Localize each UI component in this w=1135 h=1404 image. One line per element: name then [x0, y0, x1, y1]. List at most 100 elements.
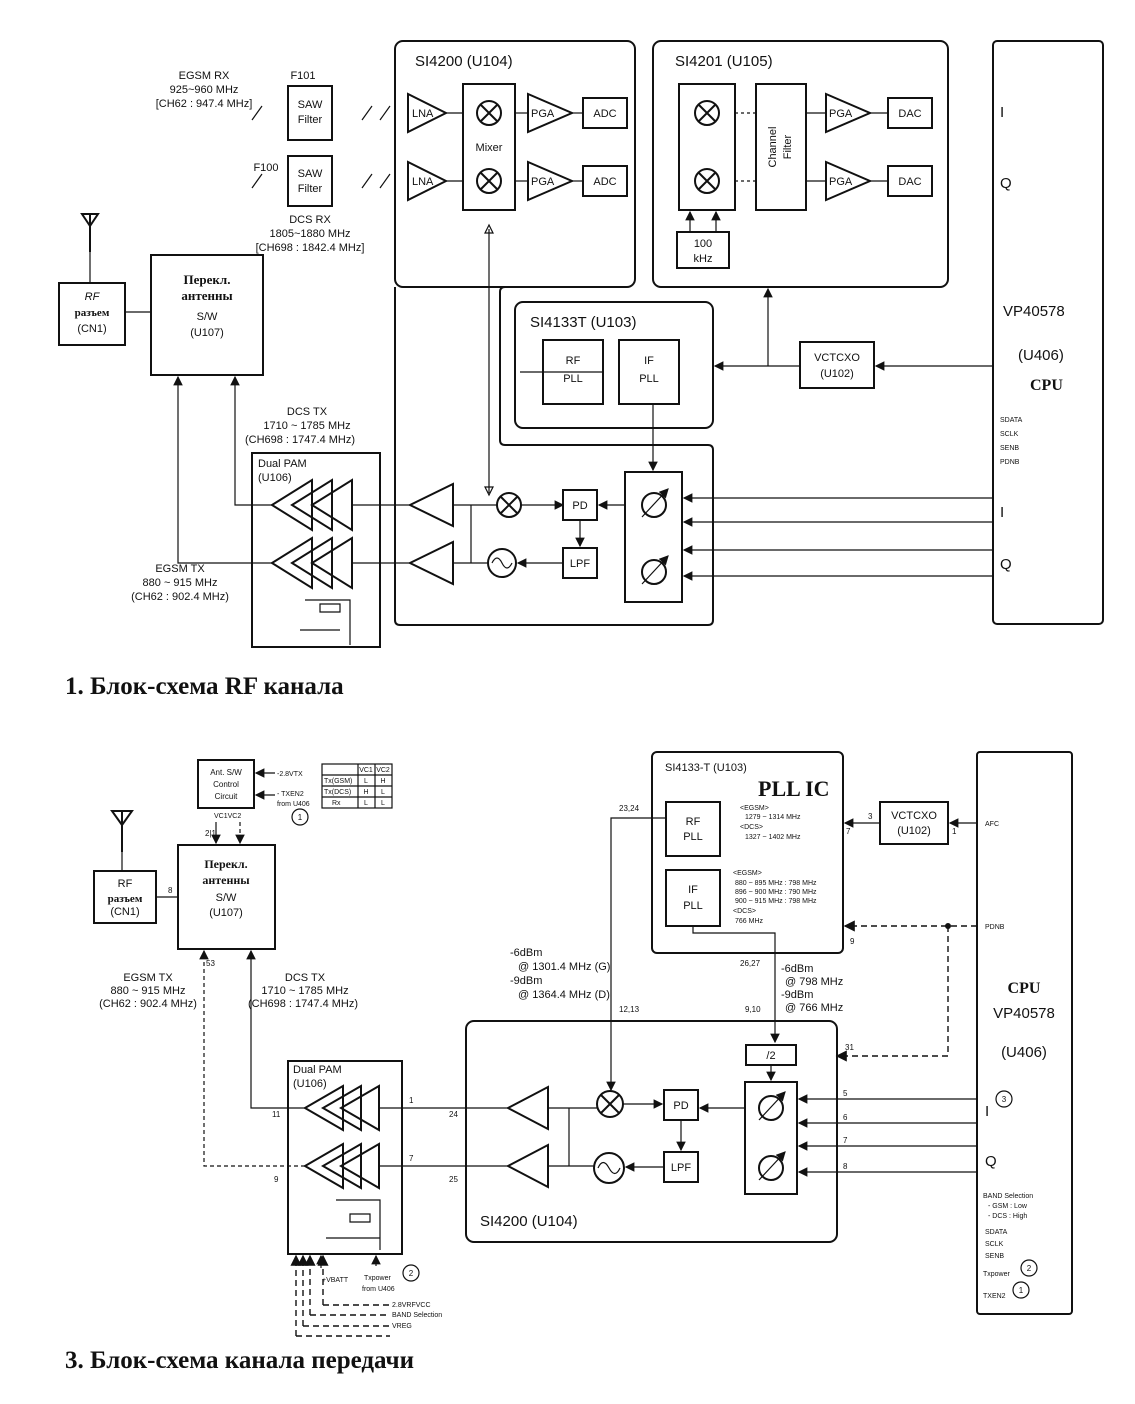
if-freq: 896 ~ 900 MHz : 790 MHz	[735, 889, 817, 896]
egsm-rx-label: EGSM RX	[179, 70, 230, 82]
saw-label: Filter	[298, 114, 323, 126]
band-sel-label: - DCS : High	[988, 1213, 1027, 1220]
rf-connector-label: разъем	[75, 307, 110, 319]
band-label: BAND Selection	[392, 1312, 442, 1319]
saw-filter-2	[287, 155, 333, 207]
if-freq: 880 ~ 895 MHz : 798 MHz	[735, 880, 817, 887]
lo-if-label: -6dBm	[781, 963, 813, 975]
pam-label: (U106)	[258, 472, 292, 484]
si4201-block	[652, 40, 949, 288]
lna-1	[407, 92, 449, 134]
pin-label: 7	[409, 1154, 414, 1163]
dac-label: DAC	[898, 176, 921, 188]
channel-filter-label: Channel	[767, 127, 779, 168]
lna-2	[407, 160, 449, 202]
circle-2-label: 2	[409, 1269, 414, 1278]
dcs-tx-label: (CH698 : 1747.4 MHz)	[248, 998, 358, 1010]
rf-connector-label: (CN1)	[77, 323, 106, 335]
mixer-box	[462, 83, 516, 211]
rf-connector-label: разъем	[108, 893, 143, 905]
egsm-tx-label: 880 ~ 915 MHz	[143, 577, 218, 589]
rf-freq: 1327 ~ 1402 MHz	[745, 834, 801, 841]
rf-freq: <DCS>	[740, 824, 763, 831]
100khz-label: 100	[694, 238, 712, 250]
pdnb-label: PDNB	[985, 924, 1005, 931]
lpf-label: LPF	[671, 1162, 691, 1174]
ant-ctl-label: Ant. S/W	[210, 768, 242, 777]
band-sel-label: - GSM : Low	[988, 1203, 1028, 1210]
svg-text:L: L	[364, 800, 368, 807]
ant-sw-control	[197, 759, 255, 809]
egsm-tx-label: (CH62 : 902.4 MHz)	[99, 998, 197, 1010]
pin-label: 7	[846, 827, 851, 836]
dual-pam	[251, 452, 381, 648]
rf-pll-label: PLL	[563, 373, 583, 385]
vp-label: VP40578	[1003, 303, 1065, 320]
100khz-label: kHz	[694, 253, 713, 265]
rf-connector-label: RF	[85, 291, 101, 303]
saw-filter-1	[287, 85, 333, 141]
svg-text:VC2: VC2	[376, 767, 390, 774]
antenna-switch	[150, 254, 264, 376]
cpu-label: CPU	[1030, 377, 1063, 394]
circle-3-label: 3	[1002, 1095, 1007, 1104]
egsm-tx-label: EGSM TX	[155, 563, 205, 575]
rf-connector-label: (CN1)	[110, 906, 139, 918]
pin-label: 25	[449, 1175, 458, 1184]
vctcxo-label: VCTCXO	[891, 810, 937, 822]
ctl-label: SCLK	[985, 1241, 1004, 1248]
switch-label: Перекл.	[204, 857, 247, 871]
dcs-rx-label: 1805~1880 MHz	[269, 228, 350, 240]
if-freq: <DCS>	[733, 908, 756, 915]
svg-text:H: H	[380, 778, 385, 785]
vbatt-label: +VBATT	[322, 1277, 349, 1284]
quad-modulator	[624, 471, 683, 603]
lo-if-label: -9dBm	[781, 989, 813, 1001]
ctl-sclk: SCLK	[1000, 431, 1019, 438]
dcs-tx-label: DCS TX	[285, 972, 326, 984]
dcs-rx-label: DCS RX	[289, 214, 331, 226]
pin-label: 8	[843, 1162, 848, 1171]
si4200-label: SI4200 (U104)	[480, 1213, 578, 1230]
saw-label: SAW	[298, 99, 323, 111]
cpu-block	[992, 40, 1104, 625]
dcs-tx-label: 1710 ~ 1785 MHz	[263, 420, 350, 432]
diagram-1: SI4200 (U104) SI4201 (U105) VP40578 (U40…	[58, 40, 1104, 700]
pin-label: 3	[868, 812, 873, 821]
pd-label: PD	[572, 500, 587, 512]
rf-pll-box-2	[665, 801, 721, 857]
egsm-tx-label: 880 ~ 915 MHz	[111, 985, 186, 997]
dcs-tx-label: (CH698 : 1747.4 MHz)	[245, 434, 355, 446]
cpu-q-label: Q	[1000, 175, 1012, 192]
svg-text:L: L	[364, 778, 368, 785]
pga-label: PGA	[531, 176, 555, 188]
if-freq: 900 ~ 915 MHz : 798 MHz	[735, 898, 817, 905]
pin-label: 1	[409, 1096, 414, 1105]
adc-label: ADC	[593, 108, 616, 120]
channel-filter-label: Filter	[782, 134, 794, 159]
lo-if-label: @ 766 MHz	[785, 1002, 843, 1014]
rf-pll-label: RF	[566, 355, 581, 367]
lo-rf-label: -6dBm	[510, 947, 542, 959]
rf-pll-label: PLL	[683, 831, 703, 843]
ant-ctl-label: Circuit	[215, 792, 238, 801]
cpu-i-label: I	[1000, 104, 1004, 121]
cpu-tx-q-label: Q	[1000, 556, 1012, 573]
pga-label: PGA	[829, 176, 853, 188]
svg-text:Rx: Rx	[332, 800, 341, 807]
si4200-tx-outline	[394, 286, 714, 626]
pin-label: 9	[850, 937, 855, 946]
diagram-3: Ant. S/W Control Circuit -2.8VTX - TXEN2…	[65, 751, 1073, 1374]
ctl-label: SENB	[985, 1253, 1004, 1260]
vctcxo-label: (U102)	[897, 825, 931, 837]
if-pll-label: PLL	[683, 900, 703, 912]
si4133-t-label: SI4133-T (U103)	[665, 762, 747, 774]
saw-label: SAW	[298, 168, 323, 180]
f101-label: F101	[290, 70, 315, 82]
pin-label: 53	[206, 959, 215, 968]
egsm-rx-label: 925~960 MHz	[170, 84, 239, 96]
vctcxo-label: (U102)	[820, 368, 854, 380]
band-sel-label: BAND Selection	[983, 1193, 1033, 1200]
div2-label: /2	[766, 1050, 775, 1062]
